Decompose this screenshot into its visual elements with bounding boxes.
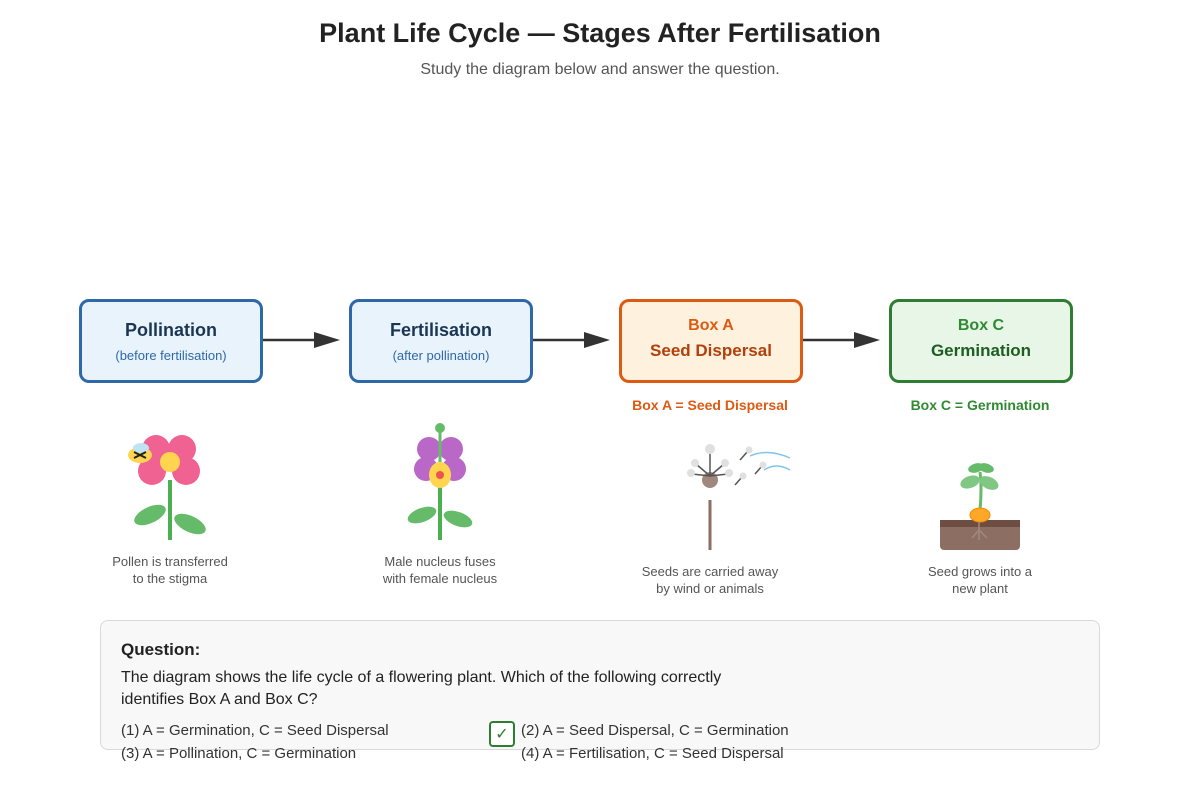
- page-subtitle: Study the diagram below and answer the q…: [420, 61, 780, 78]
- answer-option-1[interactable]: (1) A = Germination, C = Seed Dispersal: [121, 722, 389, 739]
- caption-fertilisation: Male nucleus fuses with female nucleus: [330, 553, 550, 587]
- box-tag: Box A: [688, 317, 734, 334]
- stage-subtitle: (before fertilisation): [115, 348, 227, 363]
- answer-option-4[interactable]: (4) A = Fertilisation, C = Seed Dispersa…: [521, 745, 784, 762]
- dandelion-seeds-icon: [687, 444, 791, 550]
- stage-subtitle: (after pollination): [392, 348, 490, 363]
- seedling-icon: [940, 463, 1020, 550]
- caption-seed-dispersal: Seeds are carried away by wind or animal…: [600, 563, 820, 597]
- answer-label-box-a: Box A = Seed Dispersal: [632, 397, 788, 413]
- selected-answer-check-icon: ✓: [489, 721, 515, 747]
- answer-option-3[interactable]: (3) A = Pollination, C = Germination: [121, 745, 357, 762]
- caption-germination: Seed grows into a new plant: [870, 563, 1090, 597]
- stage-box-c: Box C Germination: [889, 299, 1073, 383]
- arrow-pollination-to-fertilisation: [261, 332, 340, 348]
- caption-line: by wind or animals: [656, 581, 764, 596]
- caption-line: new plant: [952, 581, 1008, 596]
- question-text: The diagram shows the life cycle of a fl…: [121, 669, 722, 708]
- caption-pollination: Pollen is transferred to the stigma: [60, 553, 280, 587]
- stage-box-a: Box A Seed Dispersal: [619, 299, 803, 383]
- answer-option-2[interactable]: (2) A = Seed Dispersal, C = Germination: [521, 722, 789, 739]
- caption-line: Seeds are carried away: [641, 564, 779, 579]
- arrow-fertilisation-to-box-a: [531, 332, 610, 348]
- question-heading: Question:: [121, 640, 201, 659]
- caption-line: with female nucleus: [382, 571, 498, 586]
- arrow-box-a-to-box-c: [801, 332, 880, 348]
- caption-line: Seed grows into a: [927, 564, 1033, 579]
- stage-title: Pollination: [125, 320, 217, 340]
- pollinated-flower-icon: [128, 435, 206, 540]
- caption-line: Pollen is transferred: [112, 554, 228, 569]
- stage-title: Fertilisation: [389, 320, 492, 340]
- stage-box-pollination: Pollination (before fertilisation): [79, 299, 263, 383]
- fertilised-flower-icon: [407, 423, 473, 540]
- box-tag: Box C: [957, 317, 1005, 334]
- box-name: Seed Dispersal: [650, 341, 772, 360]
- caption-line: Male nucleus fuses: [384, 554, 496, 569]
- answer-label-box-c: Box C = Germination: [910, 397, 1050, 413]
- question-card: Question: The diagram shows the life cyc…: [100, 620, 1100, 762]
- box-name: Germination: [930, 341, 1032, 360]
- page-title: Plant Life Cycle — Stages After Fertilis…: [319, 18, 881, 48]
- stage-box-fertilisation: Fertilisation (after pollination): [349, 299, 533, 383]
- caption-line: to the stigma: [132, 571, 208, 586]
